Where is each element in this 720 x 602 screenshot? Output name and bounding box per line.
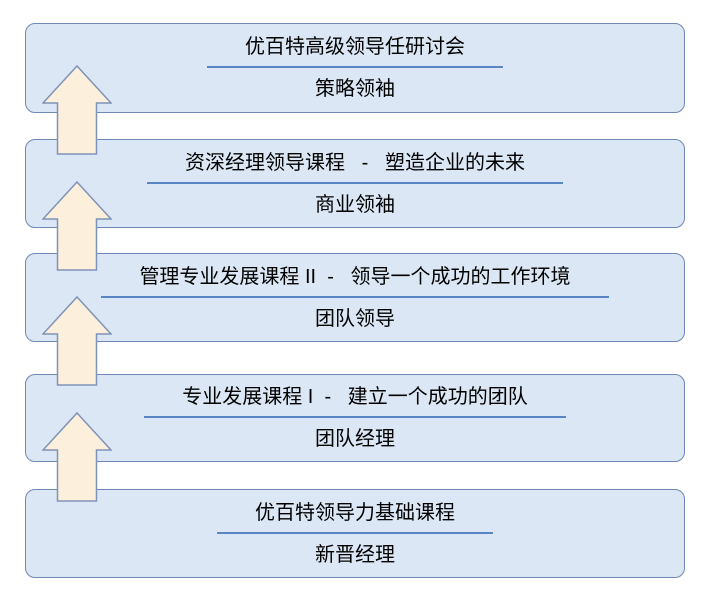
course-title: 专业发展课程 I - 建立一个成功的团队: [144, 385, 566, 418]
level-box: 专业发展课程 I - 建立一个成功的团队 团队经理: [25, 374, 685, 462]
level-box-top: 优百特高级领导任研讨会 策略领袖: [25, 23, 685, 113]
level-box: 资深经理领导课程 - 塑造企业的未来 商业领袖: [25, 139, 685, 228]
course-title: 资深经理领导课程 - 塑造企业的未来: [147, 151, 563, 184]
up-arrow-icon: [42, 296, 112, 386]
up-arrow-icon: [42, 412, 112, 502]
role-label: 团队领导: [315, 307, 395, 330]
level-box: 管理专业发展课程 II - 领导一个成功的工作环境 团队领导: [25, 253, 685, 342]
role-label: 策略领袖: [315, 78, 395, 100]
level-box-bottom: 优百特领导力基础课程 新晋经理: [25, 489, 685, 578]
course-title: 管理专业发展课程 II - 领导一个成功的工作环境: [101, 265, 609, 298]
role-label: 新晋经理: [315, 543, 395, 566]
course-title: 优百特领导力基础课程: [217, 501, 493, 534]
up-arrow-icon: [42, 181, 112, 271]
up-arrow-icon: [42, 65, 112, 155]
role-label: 团队经理: [315, 428, 395, 450]
course-title: 优百特高级领导任研讨会: [207, 35, 503, 68]
role-label: 商业领袖: [315, 193, 395, 216]
